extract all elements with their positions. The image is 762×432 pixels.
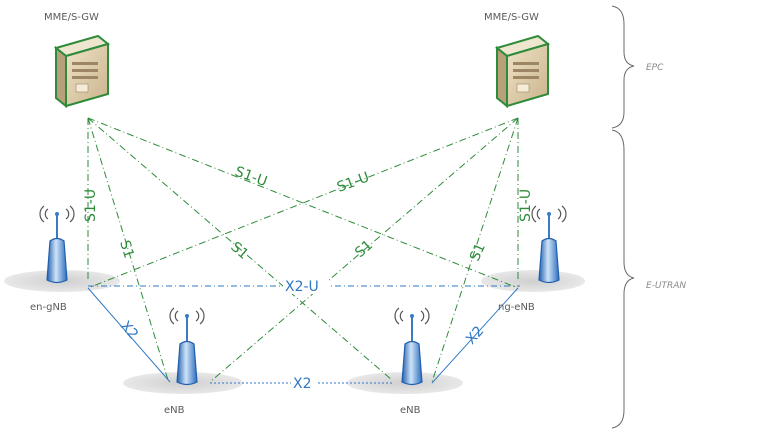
label-s1u-right-vertical: S1-U bbox=[518, 189, 534, 222]
base-station-enb-2[interactable]: eNB bbox=[394, 307, 430, 416]
en-gnb-label: en-gNB bbox=[30, 302, 67, 313]
link-s1-left-enb2 bbox=[87, 117, 393, 381]
epc-label: EPC bbox=[646, 63, 664, 73]
label-s1u-right-cross: S1-U bbox=[335, 169, 372, 195]
link-x2-left bbox=[87, 287, 171, 383]
server-right[interactable]: MME/S-GW bbox=[484, 12, 551, 109]
enb-2-label: eNB bbox=[400, 405, 421, 416]
label-x2-left: X2 bbox=[117, 318, 141, 342]
shadow-ng-enb bbox=[481, 270, 585, 292]
s1-links bbox=[87, 117, 519, 383]
base-station-en-gnb[interactable]: en-gNB bbox=[30, 205, 75, 313]
base-station-icon bbox=[538, 214, 560, 284]
enb-1-label: eNB bbox=[164, 405, 185, 416]
base-station-ng-enb[interactable]: ng-eNB bbox=[498, 205, 567, 313]
base-station-icon bbox=[401, 316, 423, 386]
ng-enb-label: ng-eNB bbox=[498, 302, 535, 313]
base-station-enb-1[interactable]: eNB bbox=[164, 307, 205, 416]
base-station-icon bbox=[46, 214, 68, 284]
e-utran-label: E-UTRAN bbox=[646, 281, 686, 291]
server-right-label: MME/S-GW bbox=[484, 12, 539, 23]
link-s1-right-enb2 bbox=[431, 117, 519, 383]
label-s1-left-a: S1 bbox=[116, 238, 137, 260]
label-x2-bottom: X2 bbox=[293, 376, 312, 392]
label-s1u-left-cross: S1-U bbox=[233, 164, 270, 190]
server-left[interactable]: MME/S-GW bbox=[44, 12, 111, 109]
server-icon bbox=[494, 34, 551, 109]
link-labels: S1-U S1-U S1-U S1-U S1 S1 S1 S1 X2-U X2 … bbox=[83, 164, 534, 392]
label-bg-x2-bottom bbox=[291, 374, 317, 391]
link-s1-right-enb1 bbox=[209, 117, 519, 383]
server-left-label: MME/S-GW bbox=[44, 12, 99, 23]
signal-icon bbox=[394, 307, 430, 325]
curly-brace-icon bbox=[611, 5, 635, 429]
label-bg-x2u bbox=[283, 277, 329, 294]
label-x2u-top: X2-U bbox=[285, 279, 319, 295]
server-icon bbox=[53, 34, 111, 109]
base-station-icon bbox=[176, 316, 198, 386]
x2-links bbox=[87, 285, 520, 384]
brace-e-utran bbox=[611, 129, 635, 429]
link-s1-left-enb1 bbox=[87, 117, 169, 381]
label-s1-right-b: S1 bbox=[467, 241, 489, 264]
link-x2-right bbox=[431, 287, 519, 384]
label-s1-left-b: S1 bbox=[227, 239, 251, 263]
brace-epc bbox=[611, 5, 635, 129]
label-s1u-left-vertical: S1-U bbox=[83, 189, 99, 222]
